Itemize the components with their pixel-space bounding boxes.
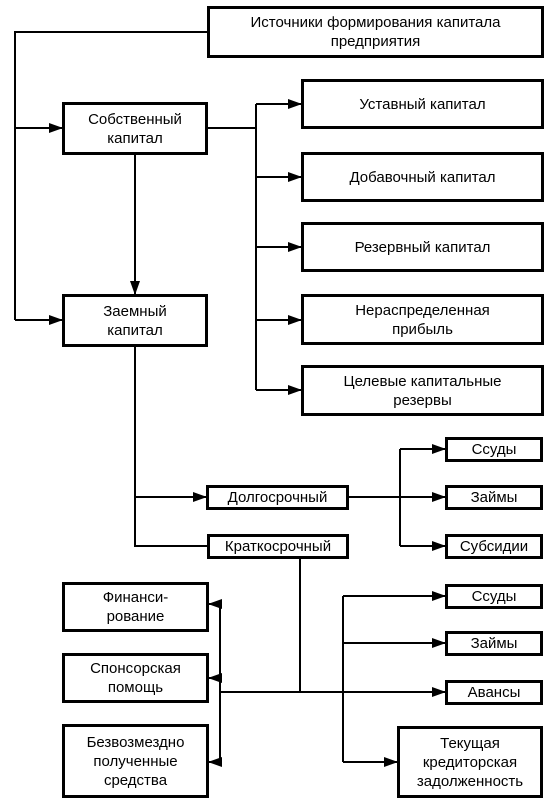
- node-st-zaimy: Займы: [445, 631, 543, 656]
- line-short-term-right-bus: [300, 596, 344, 762]
- node-lt-subsidies: Субсидии: [445, 534, 543, 559]
- node-equity-capital: Собственный капитал: [62, 102, 208, 155]
- node-lt-zaimy: Займы: [445, 485, 543, 510]
- node-retained-earnings: Нераспределенная прибыль: [301, 294, 544, 345]
- line-equity-components-bus: [208, 104, 257, 390]
- node-short-term: Краткосрочный: [207, 534, 349, 559]
- node-borrowed-capital: Заемный капитал: [62, 294, 208, 347]
- node-financing: Финанси- рование: [62, 582, 209, 632]
- node-gratuitous-funds: Безвозмездно полученные средства: [62, 724, 209, 798]
- line-long-term-bus: [349, 449, 401, 546]
- node-current-payables: Текущая кредиторская задолженность: [397, 726, 543, 798]
- line-short-term-trunk: [256, 557, 301, 693]
- node-reserve-capital: Резервный капитал: [301, 222, 544, 272]
- node-st-ssudy: Ссуды: [445, 584, 543, 609]
- node-advances: Авансы: [445, 680, 543, 705]
- node-additional-capital: Добавочный капитал: [301, 152, 544, 202]
- node-target-capital-reserves: Целевые капитальные резервы: [301, 365, 544, 416]
- node-long-term: Долгосрочный: [206, 485, 349, 510]
- node-charter-capital: Уставный капитал: [301, 79, 544, 129]
- node-sponsor-aid: Спонсорская помощь: [62, 653, 209, 703]
- line-sources-spine: [14, 31, 207, 320]
- line-borrowed-down: [134, 347, 207, 547]
- node-lt-ssudy: Ссуды: [445, 437, 543, 462]
- node-capital-sources: Источники формирования капитала предприя…: [207, 6, 544, 58]
